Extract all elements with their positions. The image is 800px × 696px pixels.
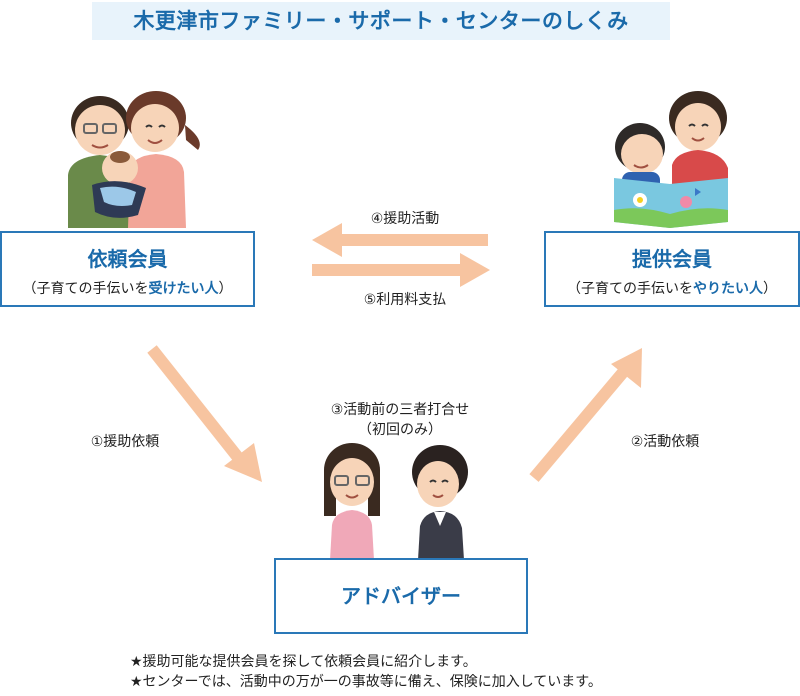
- arrow-usage-fee: [312, 253, 490, 287]
- diagram-title: 木更津市ファミリー・サポート・センターのしくみ: [92, 2, 670, 40]
- support-activity-label: ④援助活動: [370, 211, 440, 227]
- provider-member-title: 提供会員: [632, 247, 712, 271]
- provider-member-box: 提供会員 （子育ての手伝いをやりたい人）: [544, 231, 800, 307]
- provider-member-description: （子育ての手伝いをやりたい人）: [567, 281, 777, 297]
- arrow-support-activity: [312, 223, 488, 257]
- meeting-label-line1: ③活動前の三者打合せ: [330, 402, 470, 418]
- arrow-request-activity: [529, 348, 642, 482]
- three-party-meeting-label: ③活動前の三者打合せ （初回のみ）: [290, 400, 510, 440]
- notes: ★援助可能な提供会員を探して依頼会員に紹介します。 ★センターでは、活動中の万が…: [130, 652, 730, 692]
- parents-with-baby-illustration: [68, 91, 200, 228]
- requester-member-description: （子育ての手伝いを受けたい人）: [22, 281, 233, 297]
- advisers-illustration: [324, 443, 468, 560]
- meeting-label-line2: （初回のみ）: [358, 422, 442, 438]
- arrow-request-support: [147, 345, 262, 482]
- adviser-title: アドバイザー: [341, 584, 461, 608]
- reading-picture-book-illustration: [614, 91, 728, 228]
- requester-member-box: 依頼会員 （子育ての手伝いを受けたい人）: [0, 231, 255, 307]
- adviser-box: アドバイザー: [274, 558, 528, 634]
- request-support-label: ①援助依頼: [90, 434, 160, 450]
- note-item: ★センターでは、活動中の万が一の事故等に備え、保険に加入しています。: [130, 674, 602, 690]
- usage-fee-label: ⑤利用料支払: [363, 292, 447, 308]
- request-activity-label: ②活動依頼: [630, 434, 700, 450]
- requester-member-title: 依頼会員: [87, 247, 168, 271]
- note-item: ★援助可能な提供会員を探して依頼会員に紹介します。: [130, 654, 477, 670]
